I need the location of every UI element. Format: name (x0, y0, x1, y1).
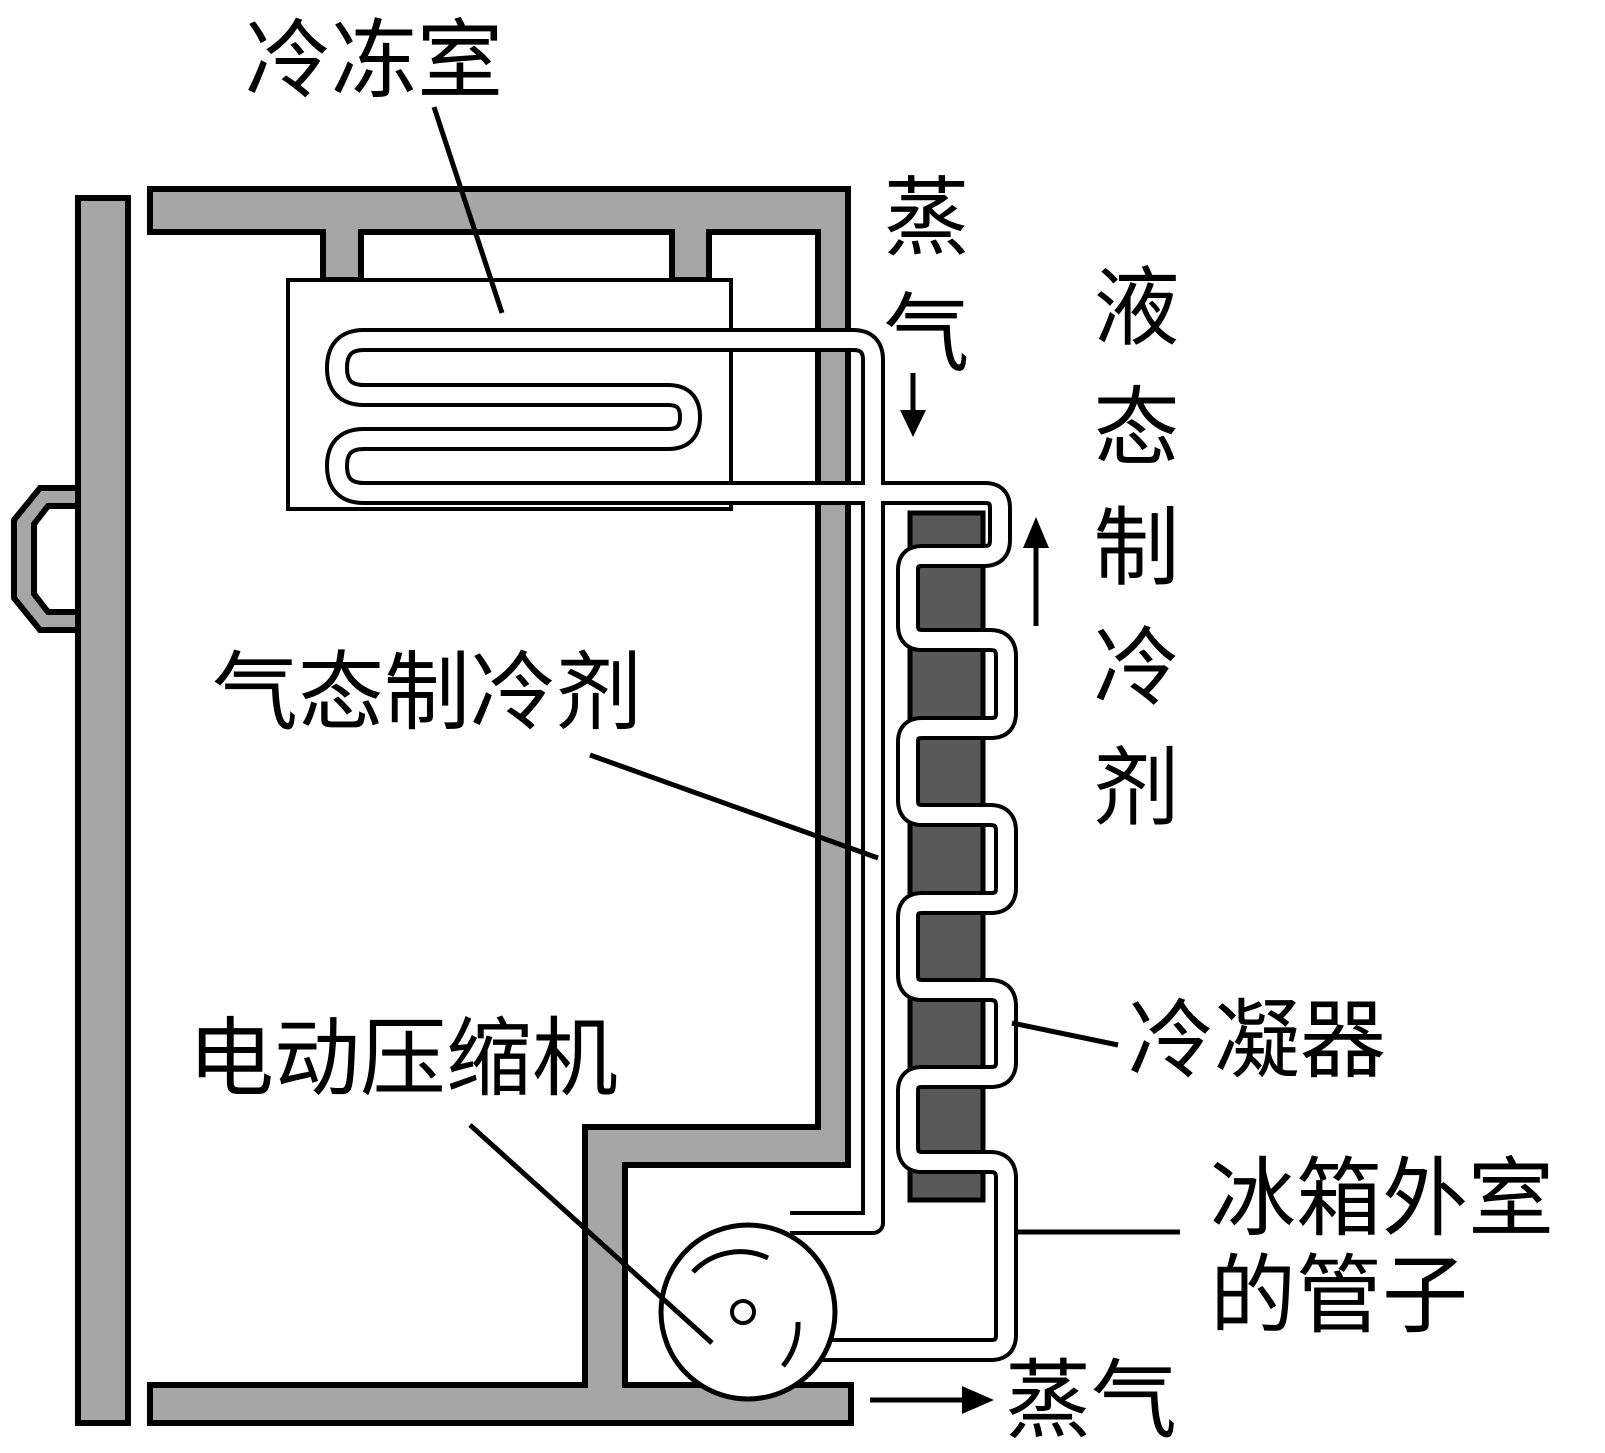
door-panel (75, 195, 131, 1426)
door-handle (11, 485, 81, 633)
condenser-label: 冷凝器 (1128, 991, 1386, 1091)
vapor-top-label: 蒸气 (868, 172, 968, 404)
leader-compressor (468, 1123, 714, 1345)
outer-pipe-label-line1: 冰箱外室 (1210, 1149, 1554, 1249)
arrow-right-icon (870, 1386, 994, 1414)
arrow-down-icon (900, 373, 926, 437)
compressor-label: 电动压缩机 (188, 1009, 618, 1109)
gas-refrigerant-label: 气态制冷剂 (212, 643, 642, 743)
freezer-label: 冷冻室 (245, 11, 503, 111)
leader-condenser (1011, 1020, 1119, 1048)
condenser-plate (907, 510, 986, 1203)
arrow-up-icon (1023, 517, 1049, 626)
outer-pipe-label-line2: 的管子 (1210, 1246, 1468, 1346)
leader-gas-refrigerant (589, 752, 879, 861)
refrigerant-pipe (325, 328, 1018, 1362)
leader-freezer (431, 106, 505, 314)
vapor-bottom-label: 蒸气 (1005, 1351, 1177, 1451)
liquid-refrigerant-label: 液态制冷剂 (1078, 262, 1178, 862)
compressor (658, 1222, 838, 1402)
